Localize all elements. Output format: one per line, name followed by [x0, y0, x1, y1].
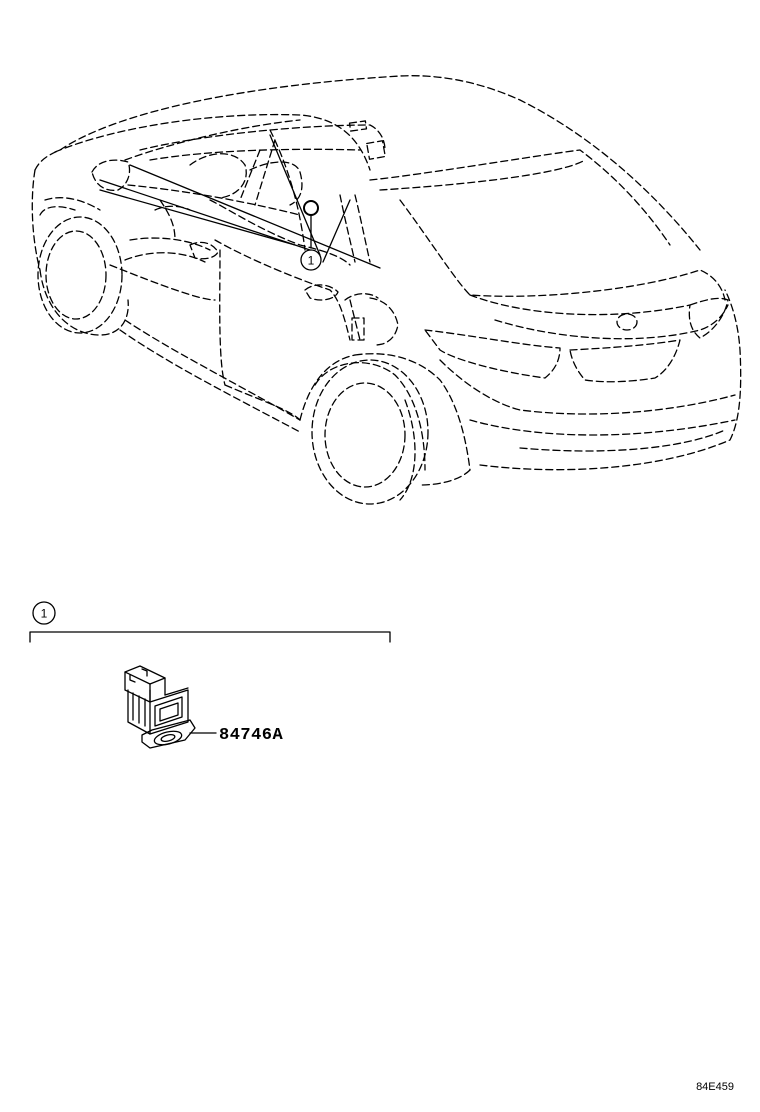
part-84746A-illustration[interactable]: [124, 665, 196, 749]
vehicle-interior: [124, 120, 399, 346]
part-number-label[interactable]: 84746A: [219, 726, 284, 745]
callout-vehicle-label: 1: [308, 254, 315, 268]
location-indicators: [99, 134, 381, 269]
part-location-marker: [303, 200, 319, 216]
section-1: 1: [29, 601, 391, 749]
section-callout-label: 1: [41, 607, 48, 621]
section-bracket: [29, 631, 391, 643]
vehicle-outline: [31, 75, 742, 505]
drawing-code: 84E459: [696, 1081, 734, 1093]
callout-vehicle[interactable]: 1: [300, 249, 322, 271]
section-callout[interactable]: 1: [32, 601, 56, 625]
